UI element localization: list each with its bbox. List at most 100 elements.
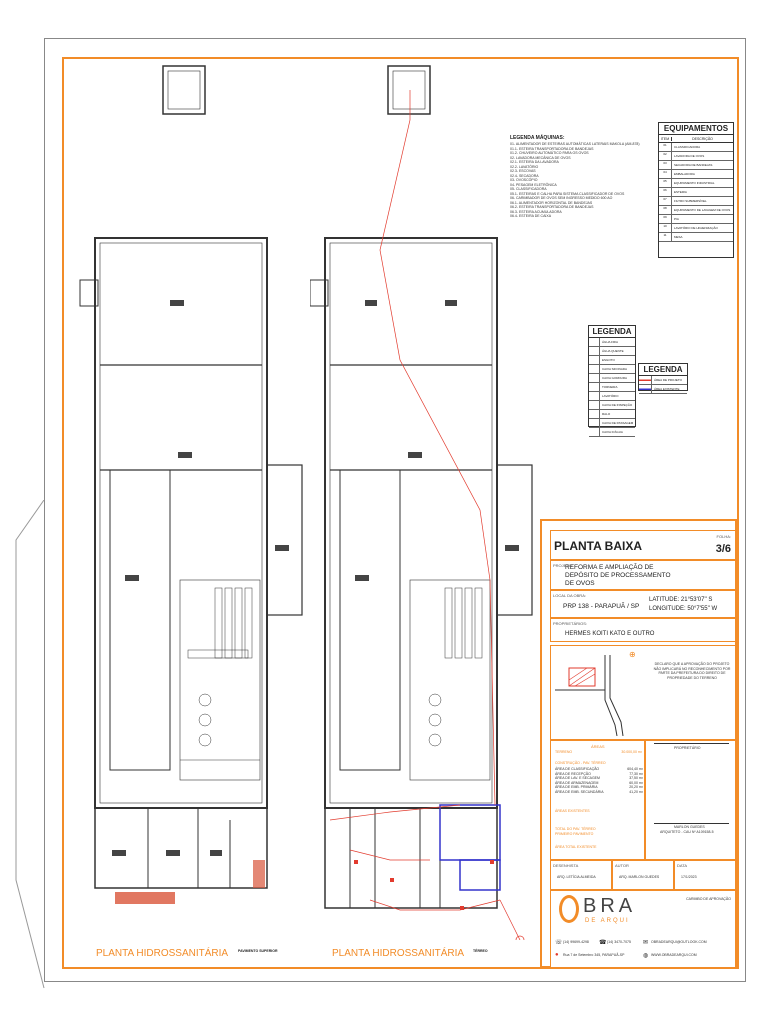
autor-label: AUTOR bbox=[615, 863, 629, 868]
legenda1-row: TORNEIRA bbox=[589, 383, 635, 392]
proprietarios-label: PROPRIETÁRIOS: bbox=[553, 621, 588, 626]
equipamentos-item-number: 08 bbox=[659, 206, 672, 214]
legenda2-title: LEGENDA bbox=[639, 364, 687, 376]
equipamentos-desc: EMBALADORA bbox=[674, 172, 695, 176]
plan-label-right: PLANTA HIDROSSANITÁRIA bbox=[332, 948, 465, 959]
construcao-title: CONSTRUÇÃO - PAV. TÉRREO bbox=[555, 761, 606, 765]
area-label: ÁREA DE EMB. PRIMÁRIA bbox=[555, 785, 598, 789]
contact-email: OBRADEARQUI@OUTLOOK.COM bbox=[651, 940, 707, 944]
total-geral: ÁREA TOTAL EXISTENTE bbox=[555, 845, 597, 849]
plan-sub-left: PAVIMENTO SUPERIOR bbox=[238, 949, 278, 953]
legenda1-label: ÁGUA QUENTE bbox=[602, 349, 624, 353]
legenda-maquinas-line: 02.1- ESTEIRA DA LAVADORA bbox=[510, 160, 559, 164]
legenda-maquinas-line: 06.4- ESTEIRA DE CAIXA bbox=[510, 214, 552, 218]
legenda2-label: ÁREA EXISTENTE bbox=[654, 387, 680, 391]
legenda1-label: CAIXA GORDURA bbox=[602, 376, 628, 380]
data-cell: DATA 17/1/2023 bbox=[674, 860, 736, 890]
logo-subtext: DE ARQUI bbox=[585, 918, 630, 924]
legenda1-label: CAIXA DE PASSAGEM bbox=[602, 421, 634, 425]
area-label: ÁREA DE CLASSIFICAÇÃO bbox=[555, 767, 600, 771]
situation-map bbox=[555, 655, 624, 736]
legenda1-row: CAIXA DE PASSAGEM bbox=[589, 419, 635, 428]
equipamentos-title: EQUIPAMENTOS bbox=[659, 123, 733, 135]
globe-icon: ◍ bbox=[643, 953, 649, 959]
legenda1-symbol bbox=[589, 410, 600, 418]
legenda1-row: RALO bbox=[589, 410, 635, 419]
equipamentos-item-number: 11 bbox=[659, 233, 672, 241]
legenda-maquinas-line: 05.1- ESTEIRAS E CALHA PARA SISTEMA CLAS… bbox=[510, 191, 625, 196]
legenda1-symbol bbox=[589, 365, 600, 373]
legenda-maquinas-line: 04- PESAGEM ELETRÔNICA bbox=[510, 182, 557, 187]
area-value: 60,00 m² bbox=[629, 780, 643, 785]
terreno-value: 30.000,00 m² bbox=[621, 750, 642, 754]
legenda1-symbol bbox=[589, 347, 600, 355]
local-text: PRP 138 - PARAPUÃ / SP bbox=[563, 603, 640, 610]
legenda-maquinas-line: 01.2- CHUVEIRO AUTOMÁTICO PARA OS OVOS bbox=[510, 151, 589, 155]
sheet-edge bbox=[15, 500, 45, 989]
area-value: 37,50 m² bbox=[629, 776, 643, 780]
legenda1-title: LEGENDA bbox=[589, 326, 635, 338]
equipamentos-desc: MESA bbox=[674, 235, 683, 239]
legenda2-row: ÁREA EXISTENTE bbox=[639, 385, 687, 394]
projeto-label: PROJETO: bbox=[553, 563, 573, 568]
equipamentos-desc: FILTRO SUBMERSÍVEL bbox=[674, 199, 707, 203]
plan-label-left: PLANTA HIDROSSANITÁRIA bbox=[96, 948, 229, 959]
logo-mark bbox=[559, 895, 579, 923]
legenda-maquinas-line: 01.1- ESTEIRA TRANSPORTADORA DE BANDEJAS bbox=[510, 146, 594, 151]
data-label: DATA bbox=[677, 863, 688, 868]
equipamentos-item-number: 01 bbox=[659, 143, 672, 151]
title-row: PLANTA BAIXA FOLHA: 3/6 bbox=[550, 530, 736, 560]
proprietarios-row: PROPRIETÁRIOS: HERMES KOITI KATO E OUTRO bbox=[550, 618, 736, 642]
total-label-1: TOTAL DO PAV. TÉRREO bbox=[555, 827, 596, 831]
equipamentos-desc: EQUIPAMENTO DE LAVAGEM DE OVOS bbox=[674, 208, 731, 212]
legenda-maquinas-title: LEGENDA MÁQUINAS: bbox=[510, 135, 565, 141]
equipamentos-desc: PIA bbox=[674, 217, 679, 221]
equipamentos-desc: LAVATÓRIO DE HIGIENIZAÇÃO bbox=[674, 226, 718, 230]
legenda-maquinas-line: 02.2- LAVATÓRIO bbox=[510, 164, 539, 169]
legenda-maquinas-line: 02.3- ESCOVAS bbox=[510, 169, 536, 173]
location-pin-icon: ● bbox=[555, 952, 559, 958]
situation-row: ⊕ DECLARO QUE A APROVAÇÃO DO PROJETO NÃO… bbox=[550, 645, 736, 740]
area-label: ÁREA DE ARMAZENAGEM bbox=[555, 780, 599, 785]
equipamentos-desc: EQUIPAMENTO INDUSTRIAL bbox=[674, 181, 715, 185]
legenda-maquinas-line: 06.2- ESTEIRA TRANSPORTADORA DE BANDEJAS bbox=[510, 205, 594, 209]
legenda1-row: CAIXA SIFONADA bbox=[589, 365, 635, 374]
legenda1-label: ÁGUA FRIA bbox=[602, 340, 619, 344]
equipamentos-col-item: ITEM bbox=[659, 136, 672, 141]
legenda1-symbol bbox=[589, 401, 600, 409]
legenda-maquinas-line: 06- CARIMBADOR DE OVOS SEM INGRESSO MEDI… bbox=[510, 196, 613, 200]
legenda1-symbol bbox=[589, 419, 600, 427]
legenda2-swatch bbox=[639, 376, 652, 384]
north-arrow-icon: ⊕ bbox=[629, 650, 636, 659]
local-row: LOCAL DA OBRA: PRP 138 - PARAPUÃ / SP LA… bbox=[550, 590, 736, 618]
folha-label: FOLHA: bbox=[716, 534, 731, 539]
legenda2-label: ÁREA DE PROJETO bbox=[654, 378, 682, 382]
legenda1-row: LAVATÓRIO bbox=[589, 392, 635, 401]
legenda1-symbol bbox=[589, 383, 600, 391]
area-label: ÁREA DE LAV. E SECAGEM bbox=[555, 776, 600, 780]
left-floor-plan bbox=[79, 65, 303, 904]
legenda1-symbol bbox=[589, 428, 600, 436]
legenda1-label: RALO bbox=[602, 412, 611, 416]
areas-block: ÁREAS TERRENO 30.000,00 m² CONSTRUÇÃO - … bbox=[550, 740, 645, 860]
proprietarios-text: HERMES KOITI KATO E OUTRO bbox=[565, 631, 655, 637]
folha-number: 3/6 bbox=[715, 543, 731, 555]
legenda-maquinas-line: 02- LAVADORA MECÂNICA DE OVOS bbox=[510, 155, 571, 160]
legenda1-row: CAIXA DE INSPEÇÃO bbox=[589, 401, 635, 410]
legenda1-row: ÁGUA FRIA bbox=[589, 338, 635, 347]
legenda1-row: CAIXA D'ÁGUA bbox=[589, 428, 635, 437]
equipamentos-item-number: 06 bbox=[659, 188, 672, 196]
equipamentos-desc: LAVADORA DE OVOS bbox=[674, 154, 705, 158]
autor-name: ARQ. MARLON GUEDES bbox=[619, 875, 660, 879]
